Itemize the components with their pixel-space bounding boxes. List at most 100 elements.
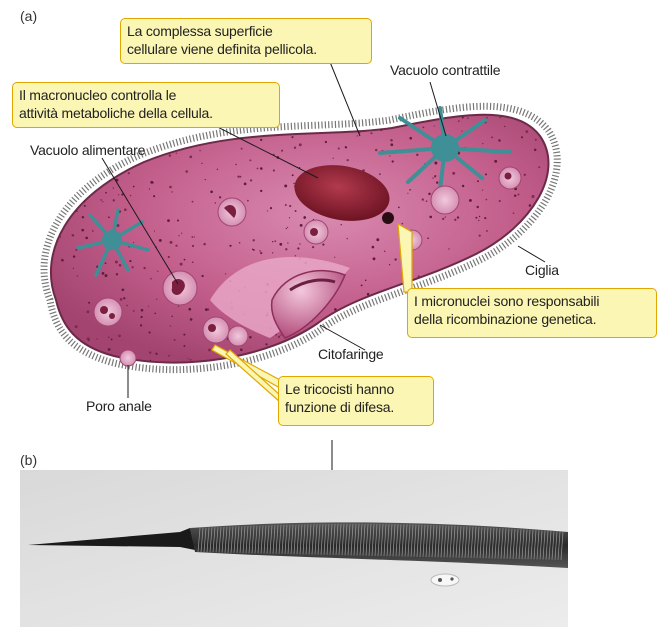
granule: [477, 206, 479, 208]
granule: [289, 205, 291, 207]
granule: [102, 201, 103, 202]
granule: [169, 154, 171, 156]
granule: [409, 189, 411, 191]
granule: [287, 227, 288, 228]
granule: [347, 238, 348, 239]
granule: [105, 192, 107, 194]
granule: [416, 154, 418, 156]
granule: [384, 250, 386, 252]
granule: [205, 308, 208, 311]
granule: [504, 126, 505, 127]
granule: [84, 205, 86, 207]
granule: [149, 351, 151, 353]
granule: [150, 360, 152, 362]
granule: [159, 239, 162, 242]
granule: [265, 343, 267, 345]
callout-macronucleus-line-2: attività metaboliche della cellula.: [19, 104, 273, 122]
granule: [365, 280, 367, 282]
granule: [240, 176, 242, 178]
granule: [183, 334, 185, 336]
granule: [250, 179, 252, 181]
granule: [249, 336, 252, 339]
granule: [143, 267, 145, 269]
granule: [171, 191, 172, 192]
granule: [105, 274, 108, 277]
label-cilia: Ciglia: [525, 262, 559, 278]
granule: [299, 243, 300, 244]
granule: [84, 201, 86, 203]
granule: [299, 143, 302, 146]
granule: [429, 216, 432, 219]
granule: [375, 149, 377, 151]
label-contractile-vacuole: Vacuolo contrattile: [390, 62, 500, 78]
granule: [347, 159, 349, 161]
granule: [379, 173, 381, 175]
granule: [494, 160, 497, 163]
callout-pellicle-line-1: La complessa superficie: [127, 22, 365, 40]
granule: [192, 261, 193, 262]
granule: [190, 318, 193, 321]
granule: [140, 324, 142, 326]
granule: [77, 275, 78, 276]
granule: [486, 117, 488, 119]
granule: [389, 155, 390, 156]
granule: [126, 305, 128, 307]
granule: [133, 310, 135, 312]
granule: [392, 160, 394, 162]
granule: [293, 183, 294, 184]
granule: [479, 216, 480, 217]
granule: [462, 185, 464, 187]
callout-macronucleus: Il macronucleo controlla le attività met…: [12, 82, 280, 128]
callout-pellicle-line-2: cellulare viene definita pellicola.: [127, 40, 365, 58]
granule: [457, 216, 459, 218]
granule: [390, 139, 393, 142]
granule: [133, 186, 135, 188]
granule: [272, 241, 273, 242]
granule: [73, 268, 74, 269]
granule: [155, 353, 157, 355]
granule: [442, 218, 444, 220]
granule: [295, 255, 296, 256]
panel-a-label: (a): [20, 8, 37, 24]
granule: [485, 173, 487, 175]
granule: [116, 273, 118, 275]
granule: [81, 229, 84, 232]
granule: [237, 176, 239, 178]
granule: [113, 187, 114, 188]
granule: [478, 220, 479, 221]
granule: [149, 331, 151, 333]
granule: [113, 199, 115, 201]
granule: [217, 169, 218, 170]
granule: [168, 355, 170, 357]
granule: [187, 358, 188, 359]
granule: [345, 146, 347, 148]
granule: [131, 266, 133, 268]
granule: [426, 200, 428, 202]
granule: [85, 237, 88, 240]
callout-trichocysts-line-1: Le tricocisti hanno: [285, 380, 427, 398]
granule: [270, 207, 272, 209]
granule: [284, 184, 287, 187]
granule: [124, 208, 127, 211]
granule: [303, 216, 306, 219]
granule: [280, 334, 281, 335]
granule: [491, 136, 493, 138]
granule: [177, 219, 179, 221]
granule: [295, 210, 297, 212]
granule: [285, 248, 287, 250]
granule: [170, 241, 173, 244]
granule: [115, 261, 118, 264]
granule: [247, 200, 249, 202]
granule: [169, 186, 172, 189]
callout-pellicle: La complessa superficie cellulare viene …: [120, 18, 372, 64]
granule: [482, 143, 483, 144]
granule: [334, 257, 335, 258]
granule: [390, 143, 393, 146]
granule: [176, 152, 177, 153]
granule: [82, 216, 84, 218]
callout-micronuclei: I micronuclei sono responsabili della ri…: [407, 288, 657, 338]
granule: [370, 132, 372, 134]
granule: [241, 148, 243, 150]
granule: [389, 264, 390, 265]
granule: [469, 199, 472, 202]
